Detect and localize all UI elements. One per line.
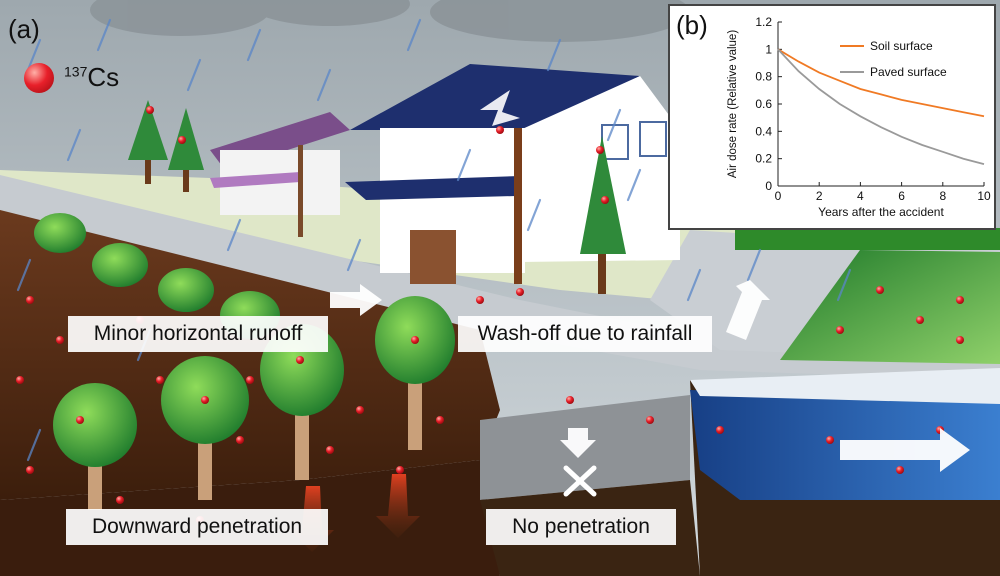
channel-edge xyxy=(690,368,1000,404)
x-tick-label: 4 xyxy=(857,189,864,203)
panel-b-letter: (b) xyxy=(676,10,708,40)
y-tick-label: 1.2 xyxy=(755,15,772,29)
y-tick-label: 0.4 xyxy=(755,124,772,138)
cesium-symbol: Cs xyxy=(87,62,120,92)
cesium-legend: 137Cs xyxy=(24,62,119,93)
cesium-particle-icon xyxy=(24,62,54,93)
y-axis-title: Air dose rate (Relative value) xyxy=(727,30,739,178)
series-line-soil-surface xyxy=(777,48,985,118)
label-downward-penetration: Downward penetration xyxy=(66,509,328,545)
cesium-legend-label: 137Cs xyxy=(64,62,119,93)
cesium-particles xyxy=(16,106,964,524)
x-tick-label: 6 xyxy=(898,189,905,203)
label-no-penetration: No penetration xyxy=(486,509,676,545)
rain xyxy=(16,18,852,462)
label-horizontal-runoff: Minor horizontal runoff xyxy=(68,316,328,352)
x-tick-label: 0 xyxy=(775,189,782,203)
lawn xyxy=(780,250,1000,364)
y-tick-label: 0 xyxy=(765,179,772,193)
legend-label-paved-surface: Paved surface xyxy=(870,65,947,79)
clouds xyxy=(90,0,690,42)
x-tick-label: 8 xyxy=(939,189,946,203)
x-tick-label: 10 xyxy=(977,189,991,203)
house-small xyxy=(210,112,350,237)
y-tick-label: 0.6 xyxy=(755,97,772,111)
series-line-paved-surface xyxy=(777,48,985,165)
label-wash-off: Wash-off due to rainfall xyxy=(458,316,712,352)
cesium-mass-number: 137 xyxy=(64,63,88,80)
hedge xyxy=(735,228,1000,250)
background-trees xyxy=(128,100,626,294)
y-tick-label: 1 xyxy=(765,42,772,56)
x-tick-label: 2 xyxy=(816,189,823,203)
x-axis-title: Years after the accident xyxy=(818,205,944,219)
y-tick-label: 0.2 xyxy=(755,152,772,166)
panel-a-letter: (a) xyxy=(8,14,40,44)
y-tick-label: 0.8 xyxy=(755,70,772,84)
cross-mark xyxy=(563,465,597,497)
flow-arrows xyxy=(330,280,970,472)
legend-label-soil-surface: Soil surface xyxy=(870,39,933,53)
